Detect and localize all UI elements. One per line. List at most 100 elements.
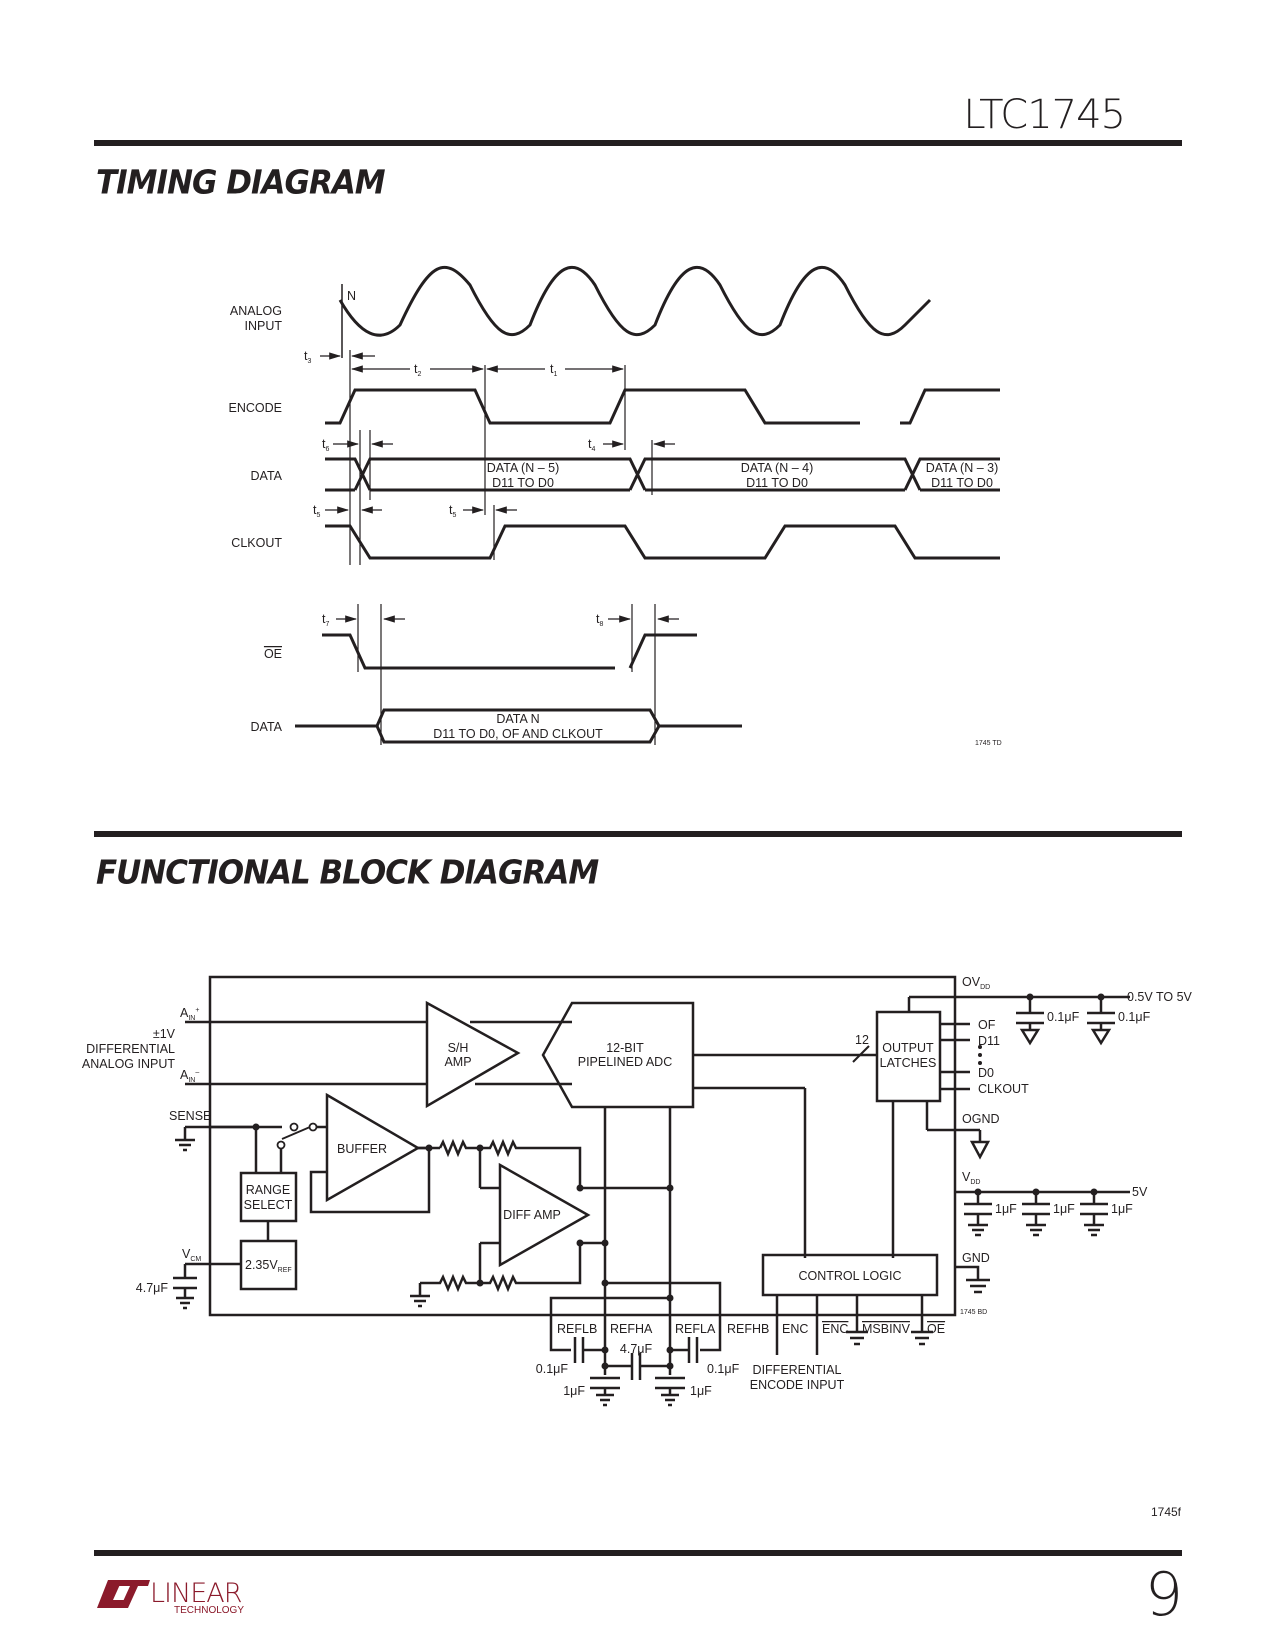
vdd-cap-2: 1μF xyxy=(1053,1202,1075,1216)
output-d11: D11 xyxy=(978,1034,1000,1048)
sense-label: SENSE xyxy=(169,1109,211,1123)
ref-cap-gnd-right: 1μF xyxy=(690,1384,712,1398)
adc-label: 12-BIT xyxy=(606,1041,644,1055)
diff-input-label-3: ANALOG INPUT xyxy=(82,1057,175,1071)
diff-amp-label: DIFF AMP xyxy=(503,1208,561,1222)
adc-block xyxy=(541,1001,695,1109)
t8-label: t8 xyxy=(596,612,603,628)
data-n-label: DATA N xyxy=(496,712,539,726)
output-clkout: CLKOUT xyxy=(978,1082,1029,1096)
diff-input-label-2: DIFFERENTIAL xyxy=(86,1042,175,1056)
block-labels: AIN+ AIN– ±1V DIFFERENTIAL ANALOG INPUT … xyxy=(82,975,1193,1398)
block-diagram xyxy=(173,975,1130,1407)
buffer-block xyxy=(325,1092,421,1203)
encode-input-label-1: DIFFERENTIAL xyxy=(753,1363,842,1377)
t5-label: t5 xyxy=(313,503,320,519)
data-word-n4-bits: D11 TO D0 xyxy=(746,476,808,490)
ref-cap-right: 0.1μF xyxy=(707,1362,740,1376)
ovdd-label: OVDD xyxy=(962,975,990,991)
header-rule xyxy=(94,140,1182,146)
doc-code: 1745f xyxy=(1150,1505,1181,1519)
gnd-label: GND xyxy=(962,1251,990,1265)
data-word-n3-bits: D11 TO D0 xyxy=(931,476,993,490)
buffer-label: BUFFER xyxy=(337,1142,387,1156)
timing-fig-code: 1745 TD xyxy=(975,740,1002,747)
ovdd-range-label: 0.5V TO 5V xyxy=(1127,990,1193,1004)
range-select-label-2: SELECT xyxy=(244,1198,293,1212)
sh-amp-label: S/H xyxy=(448,1041,469,1055)
control-logic-block xyxy=(761,1253,939,1297)
analog-input-label: ANALOG xyxy=(230,304,282,318)
page-number: 9 xyxy=(1144,1560,1183,1630)
vref-label: 2.35VREF xyxy=(245,1258,292,1274)
ognd-symbol xyxy=(969,1130,991,1160)
diff-input-label-1: ±1V xyxy=(153,1027,176,1041)
vdd-cap-3: 1μF xyxy=(1111,1202,1133,1216)
t7-label: t7 xyxy=(322,612,329,628)
range-select-block xyxy=(239,1171,298,1223)
ovdd-cap-2: 0.1μF xyxy=(1118,1010,1151,1024)
section-rule xyxy=(94,831,1182,837)
clkout-waveform xyxy=(325,524,1000,560)
data2-label: DATA xyxy=(251,720,283,734)
output-latches-label: OUTPUT xyxy=(882,1041,934,1055)
diff-amp-block xyxy=(498,1162,591,1268)
vdd-label: VDD xyxy=(962,1170,980,1186)
t3-label: t3 xyxy=(304,349,311,365)
linear-technology-logo: LINEAR TECHNOLOGY xyxy=(97,1578,244,1616)
data-word-n5: DATA (N – 5) xyxy=(487,461,559,475)
marker-n-label: N xyxy=(347,289,356,303)
encode-input-label-2: ENCODE INPUT xyxy=(750,1378,845,1392)
vcm-cap-label: 4.7μF xyxy=(136,1281,169,1295)
data-word-n5-bits: D11 TO D0 xyxy=(492,476,554,490)
part-number: LTC1745 xyxy=(963,92,1126,138)
block-diagram-title: FUNCTIONAL BLOCK DIAGRAM xyxy=(96,854,599,892)
timing-diagram-title: TIMING DIAGRAM xyxy=(96,164,386,202)
data-label: DATA xyxy=(251,469,283,483)
logo-main: LINEAR xyxy=(150,1578,242,1609)
chip-outline xyxy=(208,975,957,1317)
gnd-symbol xyxy=(955,1265,990,1294)
pin-enc: ENC xyxy=(782,1322,808,1336)
t4-label: t4 xyxy=(588,437,595,453)
output-latches-label-2: LATCHES xyxy=(880,1056,937,1070)
data-n-bits: D11 TO D0, OF AND CLKOUT xyxy=(433,727,603,741)
oe-waveform xyxy=(322,633,697,670)
ognd-label: OGND xyxy=(962,1112,1000,1126)
ref-cap-gnd-left: 1μF xyxy=(563,1384,585,1398)
data-waveform-top xyxy=(325,457,1000,491)
footer-rule xyxy=(94,1550,1182,1556)
ain-plus-label: AIN+ xyxy=(180,1006,199,1022)
timing-diagram xyxy=(295,266,1000,745)
ovdd-cap-1: 0.1μF xyxy=(1047,1010,1080,1024)
vdd-cap-1: 1μF xyxy=(995,1202,1017,1216)
adc-label-2: PIPELINED ADC xyxy=(578,1055,672,1069)
output-of: OF xyxy=(978,1018,996,1032)
t1-label: t1 xyxy=(550,362,557,378)
data-n-waveform xyxy=(295,708,742,744)
output-d0: D0 xyxy=(978,1066,994,1080)
pin-refha: REFHA xyxy=(610,1322,653,1336)
pin-enc-bar: ENC xyxy=(822,1322,848,1336)
bus-width-label: 12 xyxy=(855,1033,869,1047)
timing-labels: ANALOG INPUT N ENCODE DATA CLKOUT OE DAT… xyxy=(229,289,1002,747)
sh-amp-label-2: AMP xyxy=(444,1055,471,1069)
encode-label: ENCODE xyxy=(229,401,282,415)
sh-amp-block xyxy=(425,1000,521,1109)
clkout-label: CLKOUT xyxy=(231,536,282,550)
analog-input-label-2: INPUT xyxy=(245,319,283,333)
pin-reflb: REFLB xyxy=(557,1322,597,1336)
t6-label: t6 xyxy=(322,437,329,453)
vdd-value-label: 5V xyxy=(1132,1185,1148,1199)
data-word-n3: DATA (N – 3) xyxy=(926,461,998,475)
vdd-caps xyxy=(964,1192,1108,1237)
block-fig-code: 1745 BD xyxy=(960,1309,987,1316)
oe-label: OE xyxy=(264,647,282,661)
logo-sub: TECHNOLOGY xyxy=(174,1605,244,1616)
pin-refla: REFLA xyxy=(675,1322,716,1336)
encode-waveform xyxy=(325,388,1000,425)
ref-cap-left: 0.1μF xyxy=(536,1362,569,1376)
t5-label-2: t5 xyxy=(449,503,456,519)
ain-minus-label: AIN– xyxy=(180,1068,199,1084)
